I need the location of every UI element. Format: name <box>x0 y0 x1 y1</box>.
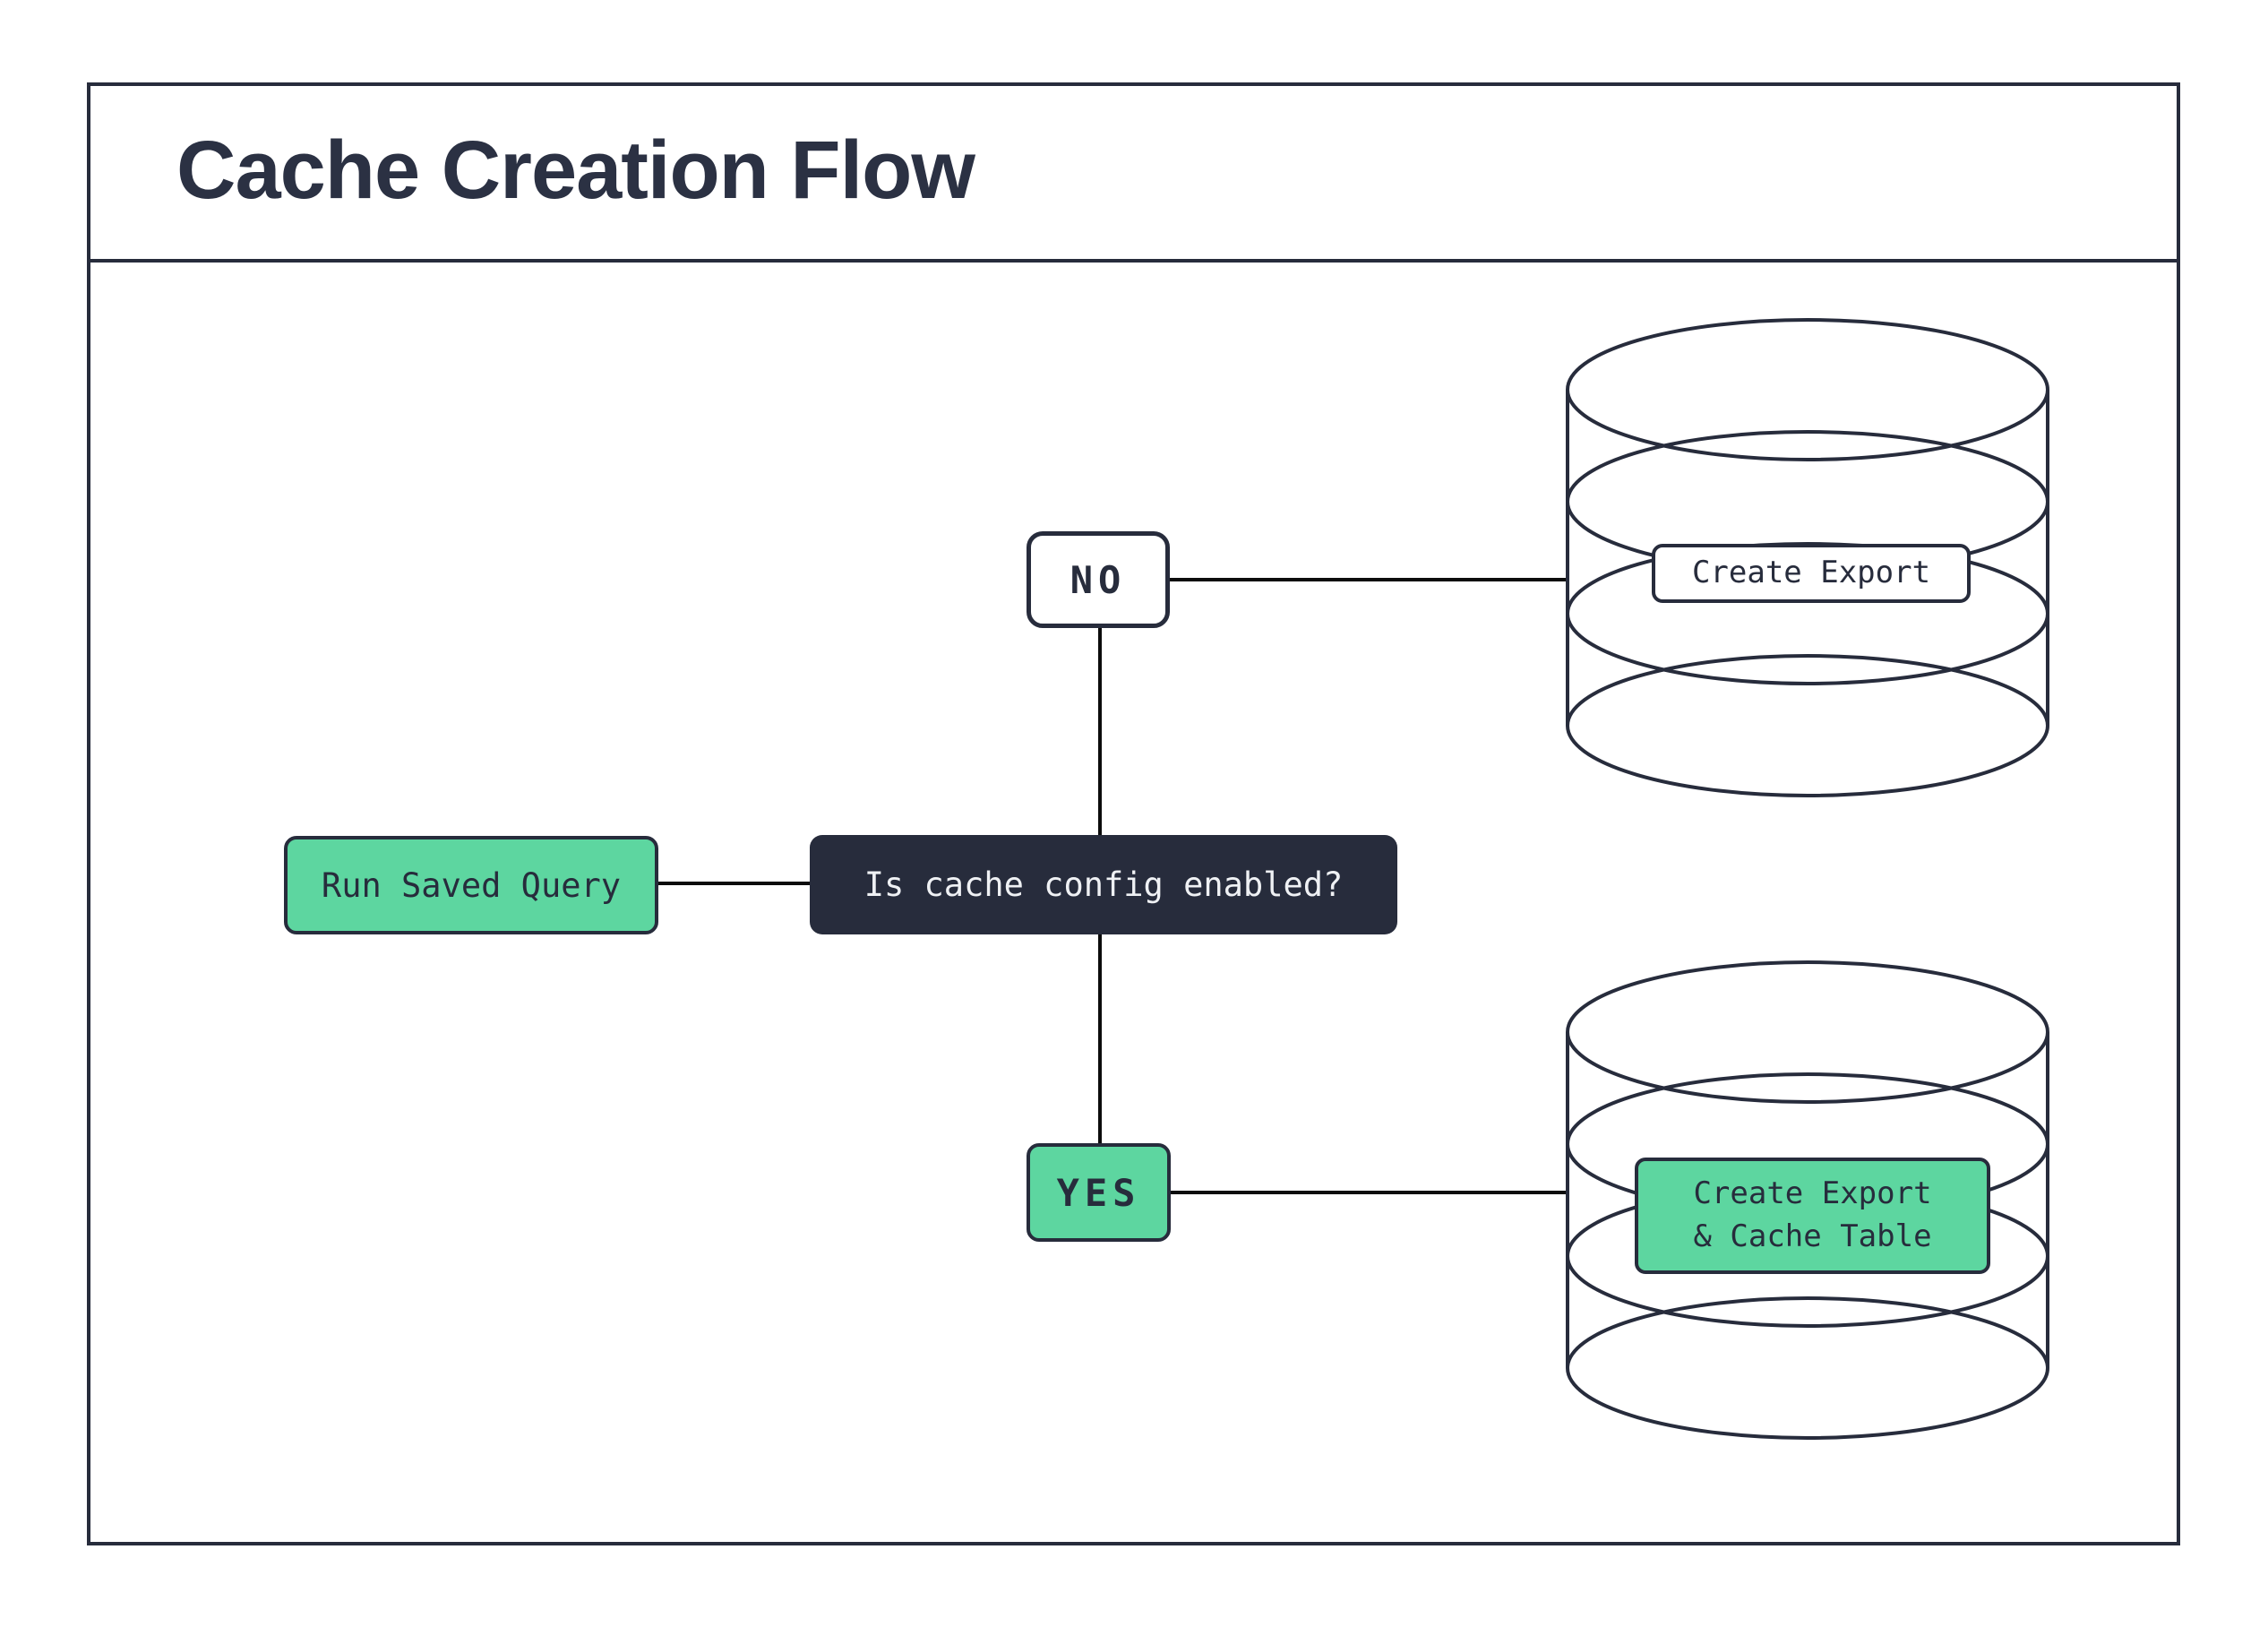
yes-branch-node: YES <box>1027 1143 1171 1242</box>
connector-no-to-export <box>1170 578 1568 581</box>
no-branch-node: NO <box>1027 531 1170 628</box>
connector-start-to-decision <box>658 882 810 885</box>
title-bar: Cache Creation Flow <box>87 82 2180 263</box>
page-title: Cache Creation Flow <box>176 125 975 216</box>
decision-node: Is cache config enabled? <box>810 835 1397 934</box>
connector-yes-to-cache <box>1171 1191 1568 1194</box>
create-export-label: Create Export <box>1652 544 1971 603</box>
start-node: Run Saved Query <box>284 836 658 934</box>
diagram-frame <box>87 82 2180 1545</box>
connector-decision-to-no <box>1098 628 1102 835</box>
connector-decision-to-yes <box>1098 934 1102 1143</box>
create-export-cache-label: Create Export & Cache Table <box>1635 1158 1990 1274</box>
